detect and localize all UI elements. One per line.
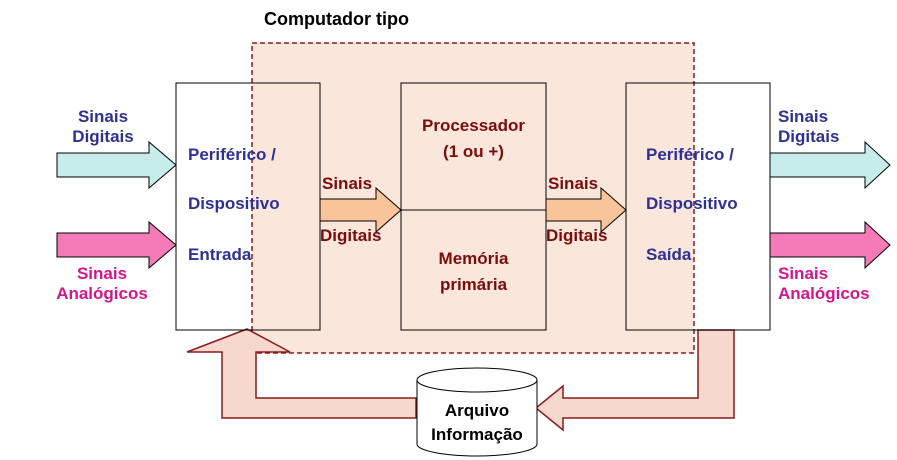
output-device-box [625,82,771,331]
bus-arrow-right [545,186,627,234]
output-digital-label: Sinais Digitais [778,107,839,147]
feedback-arrow-output-to-storage [534,329,735,432]
output-analog-label-line2: Analógicos [778,284,870,303]
processor-label-line1: Processador [422,116,525,135]
output-digital-label-line1: Sinais [778,107,829,126]
bus-right-label-line2: Digitais [546,226,608,245]
memory-label: Memória primária [401,249,546,295]
bus-left-label-line2: Digitais [320,226,382,245]
output-device-label-line3: Saída [646,245,692,264]
bus-arrow-left [319,186,402,234]
memory-label-line1: Memória [438,249,509,268]
memory-label-line2: primária [439,275,508,294]
input-device-label-line2: Dispositivo [188,194,280,213]
output-device-label-line2: Dispositivo [646,194,738,213]
feedback-arrow-storage-to-input [186,328,417,419]
processor-label-line2: (1 ou +) [443,142,504,161]
input-device-label-line3: Entrada [188,245,252,264]
storage-label: Arquivo Informação [417,401,537,445]
output-analog-label: Sinais Analógicos [778,264,870,304]
storage-cylinder [416,367,538,457]
bus-left-label-line1: Sinais [322,174,373,193]
storage-label-line2: Informação [431,425,523,444]
input-digital-label-line2: Digitais [72,127,134,146]
input-device-label-line1: Periférico / [188,145,276,164]
processor-label: Processador (1 ou +) [401,116,546,162]
output-analog-label-line1: Sinais [778,264,829,283]
input-digital-label: Sinais Digitais [58,107,148,147]
output-analog-arrow [769,220,891,270]
input-digital-arrow [56,140,177,190]
input-analog-label: Sinais Analógicos [46,264,158,304]
input-analog-label-line2: Analógicos [56,284,148,303]
output-digital-arrow [769,140,891,190]
bus-right-label-line1: Sinais [548,174,599,193]
output-device-label-line1: Periférico / [646,145,734,164]
input-analog-arrow [56,220,177,270]
diagram-title: Computador tipo [264,9,409,29]
input-analog-label-line1: Sinais [76,264,128,283]
output-digital-label-line2: Digitais [778,127,840,146]
input-digital-label-line1: Sinais [77,107,129,126]
storage-label-line1: Arquivo [444,401,510,420]
